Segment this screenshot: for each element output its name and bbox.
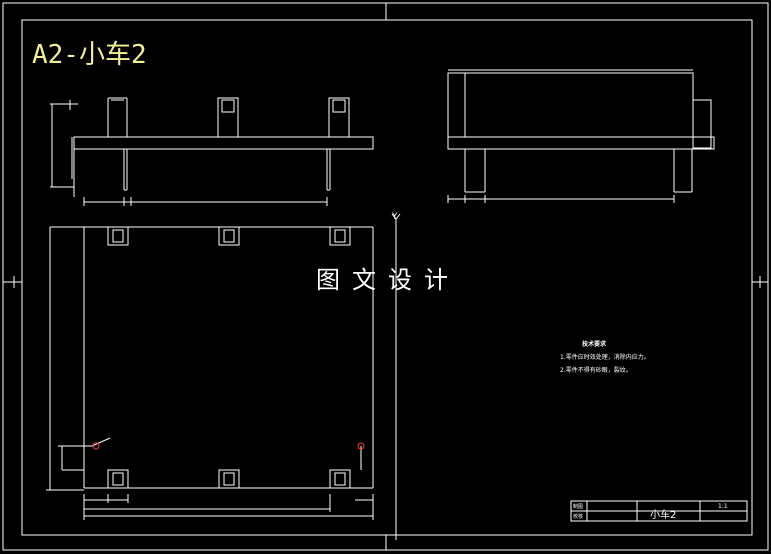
top-view: [46, 226, 374, 520]
title-block-part-name: 小车2: [650, 510, 677, 521]
sheet-inner-frame: [21, 19, 753, 536]
sheet-title: A2-小车2: [32, 40, 147, 70]
front-view: [50, 97, 374, 206]
watermark-text: 图文设计: [316, 266, 460, 294]
title-block: [570, 500, 748, 522]
ucs-y-label: Y: [392, 212, 398, 222]
centering-marks: [3, 3, 768, 550]
hole-marker-right: [357, 442, 365, 450]
title-block-row-label: 校核: [573, 514, 584, 520]
title-block-scale: 1:1: [718, 503, 728, 510]
ucs-axis: [391, 213, 401, 540]
tech-requirement-item: 1.零件应时效处理，消除内应力。: [560, 354, 650, 361]
tech-requirements-heading: 技术要求: [582, 341, 607, 348]
tech-requirements: 技术要求 1.零件应时效处理，消除内应力。 2.零件不得有砂眼，裂纹。: [560, 338, 650, 377]
hole-markers: [92, 442, 365, 450]
side-view: [447, 69, 715, 203]
tech-requirement-item: 2.零件不得有砂眼，裂纹。: [560, 367, 632, 374]
hole-marker-left: [92, 442, 100, 450]
title-block-row-label: 制图: [573, 504, 584, 510]
